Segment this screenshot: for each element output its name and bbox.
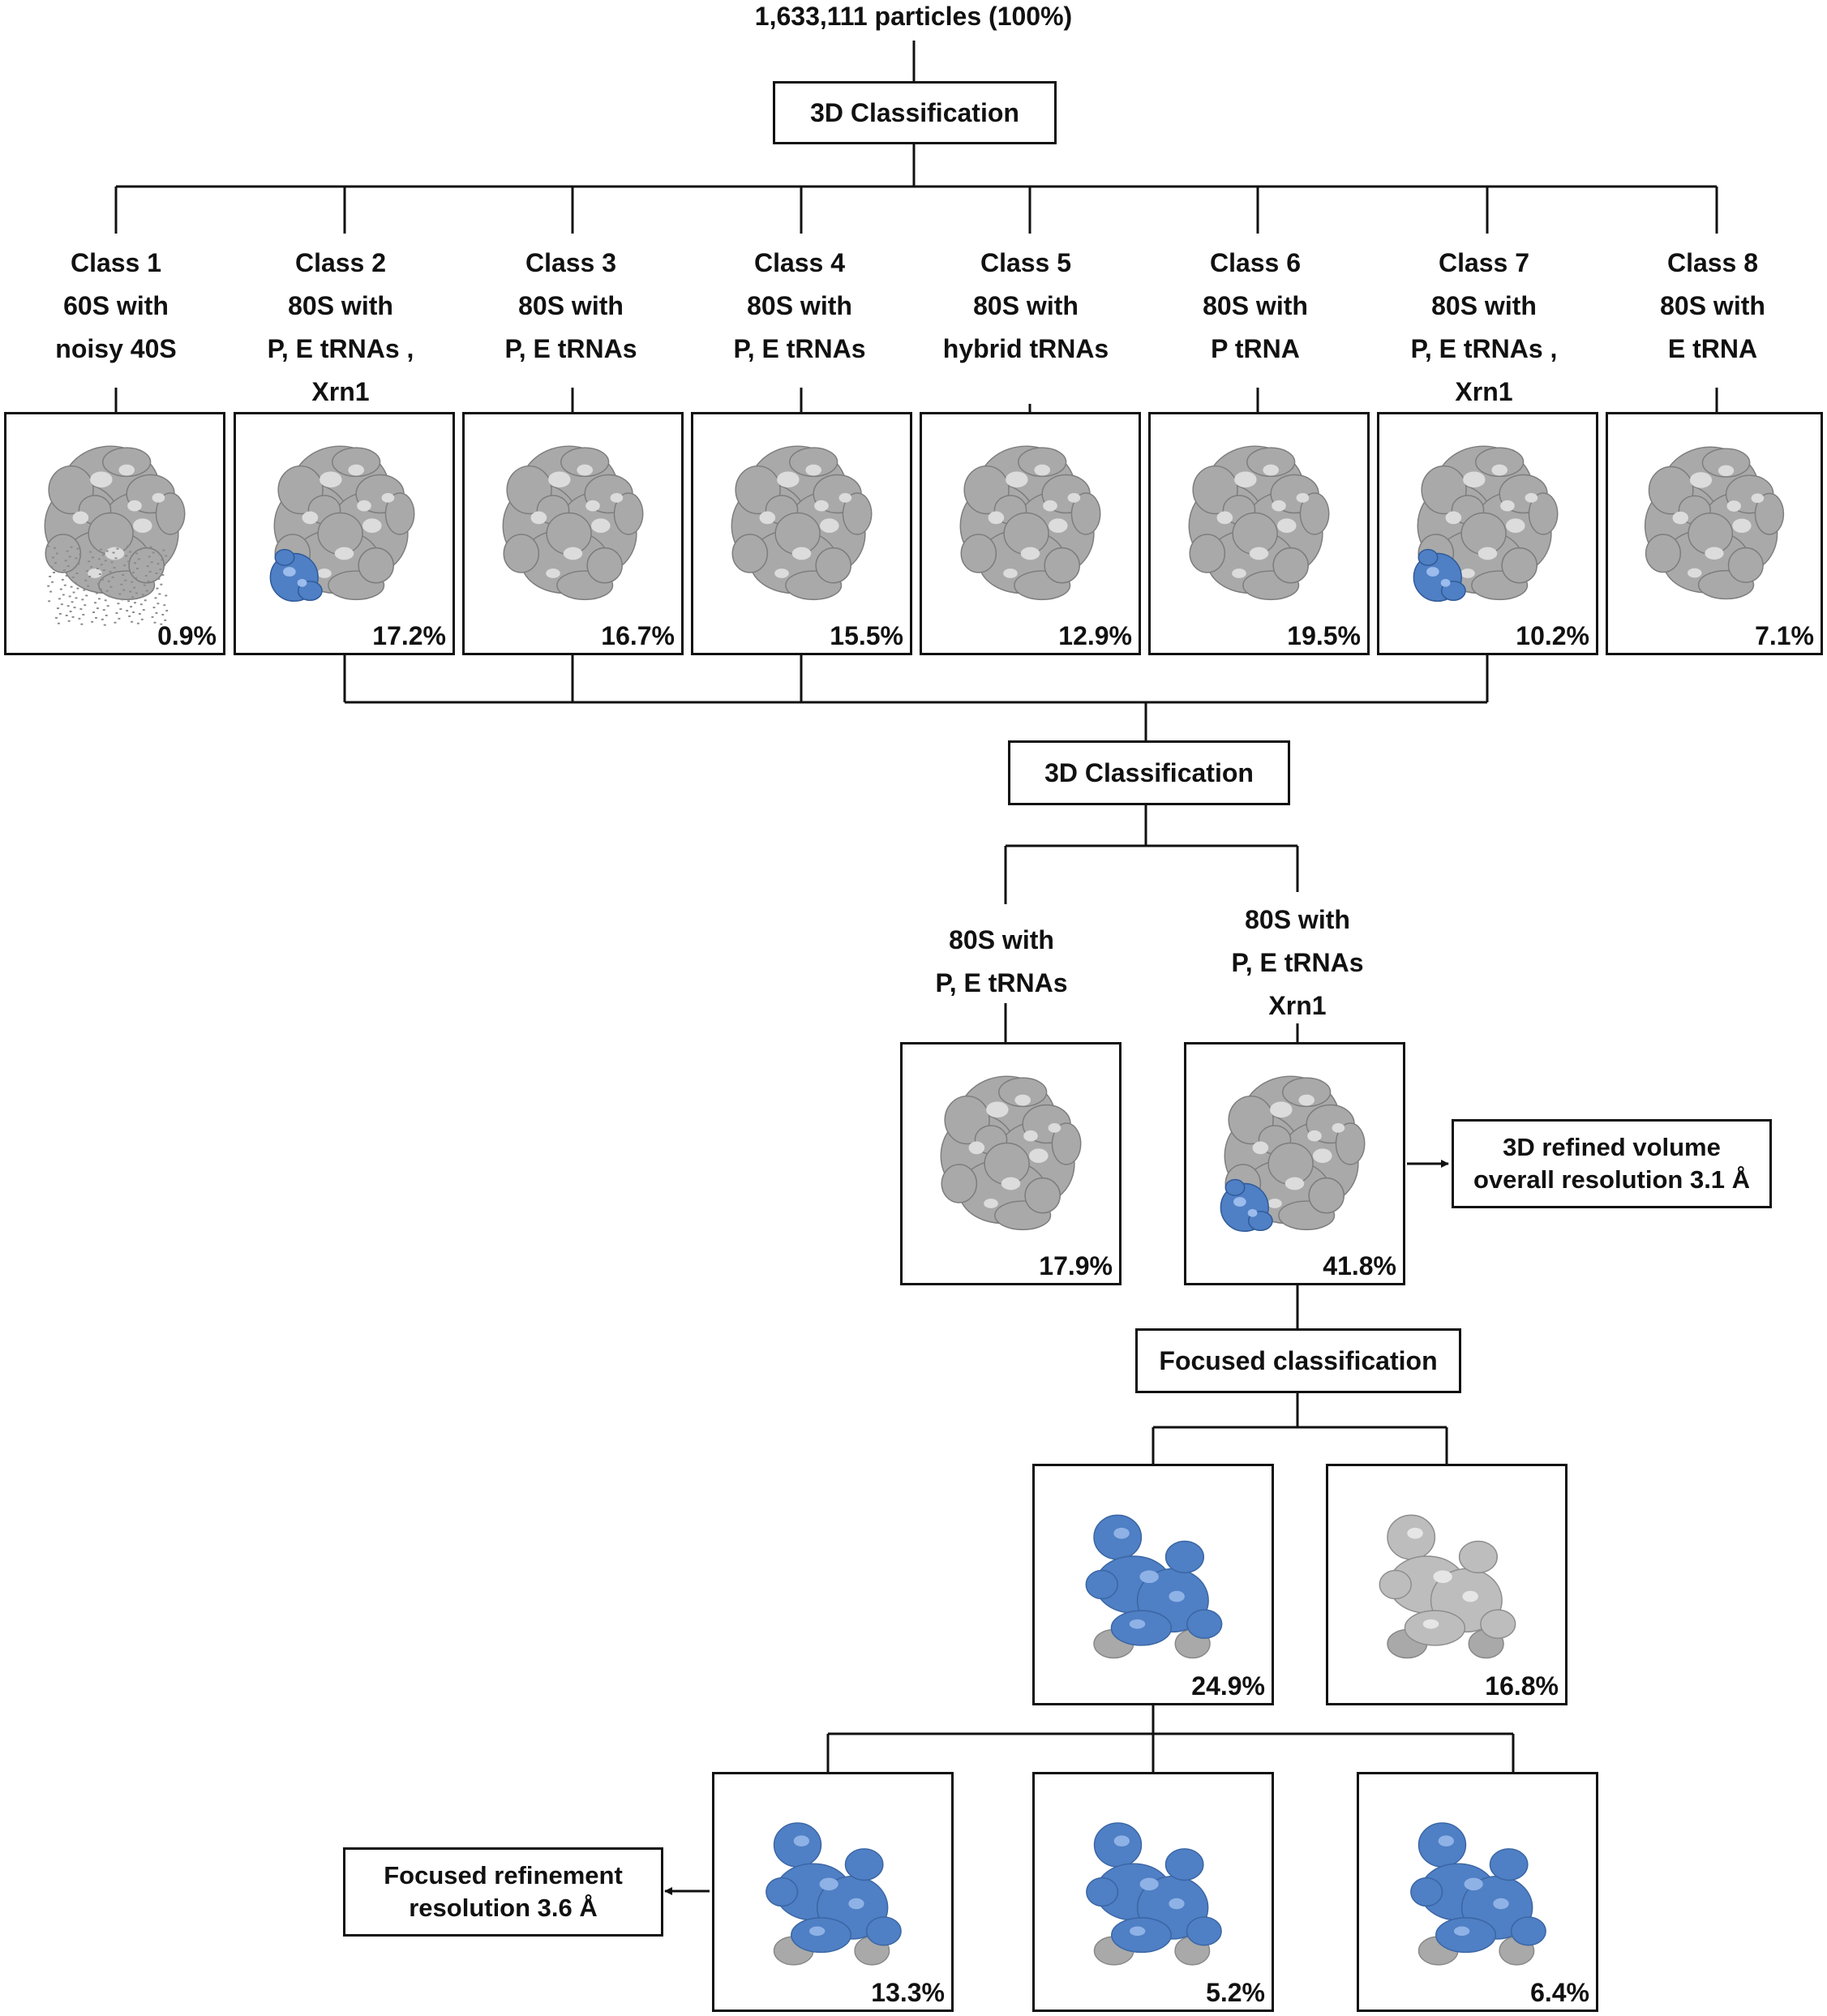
class-percentage: 7.1%	[1755, 621, 1814, 650]
density-map-illustration	[940, 1075, 1082, 1231]
class-percentage: 19.5%	[1287, 621, 1361, 650]
class-percentage: 17.9%	[1039, 1251, 1113, 1280]
class-percentage: 0.9%	[157, 621, 217, 650]
focused-classification-step: Focused classification	[1135, 1328, 1461, 1393]
class-percentage: 12.9%	[1058, 621, 1132, 650]
density-map-panel: 16.8%	[1326, 1464, 1568, 1705]
classification-step-2: 3D Classification	[1008, 740, 1290, 805]
density-map-illustration	[1410, 1822, 1546, 1966]
density-map-panel: 12.9%	[920, 412, 1141, 655]
density-map-panel: 16.7%	[462, 412, 684, 655]
density-map-panel: 7.1%	[1606, 412, 1823, 655]
density-map-illustration	[731, 445, 873, 601]
class-percentage: 17.2%	[372, 621, 446, 650]
density-map-panel: 5.2%	[1032, 1772, 1274, 2012]
density-map-illustration	[269, 445, 415, 603]
density-map-panel: 15.5%	[691, 412, 912, 655]
class-percentage: 13.3%	[871, 1978, 945, 2007]
density-map-panel: 24.9%	[1032, 1464, 1274, 1705]
class-percentage: 24.9%	[1191, 1671, 1265, 1701]
density-map-illustration	[44, 445, 186, 626]
class-percentage: 6.4%	[1530, 1978, 1589, 2007]
class-percentage: 5.2%	[1206, 1978, 1265, 2007]
class-percentage: 10.2%	[1516, 621, 1589, 650]
density-map-illustration	[502, 445, 644, 601]
density-map-panel: 0.9%	[4, 412, 225, 655]
density-map-illustration	[1188, 445, 1330, 601]
density-map-panel: 41.8%	[1184, 1042, 1405, 1285]
class-percentage: 41.8%	[1323, 1251, 1396, 1280]
density-map-illustration	[959, 445, 1101, 601]
density-map-illustration	[766, 1822, 902, 1966]
density-map-illustration	[1086, 1822, 1222, 1966]
density-map-panel: 13.3%	[712, 1772, 954, 2012]
class-percentage: 15.5%	[830, 621, 903, 650]
class-percentage: 16.7%	[601, 621, 675, 650]
particle-count-label: 1,633,111 particles (100%)	[754, 2, 1073, 31]
density-map-illustration	[1085, 1514, 1223, 1659]
density-map-illustration	[1379, 1514, 1516, 1659]
density-map-illustration	[1220, 1075, 1366, 1233]
density-map-panel: 6.4%	[1357, 1772, 1598, 2012]
density-map-panel: 17.2%	[234, 412, 455, 655]
density-map-panel: 10.2%	[1377, 412, 1598, 655]
density-map-panel: 17.9%	[900, 1042, 1122, 1285]
classification-step-1: 3D Classification	[773, 81, 1057, 144]
density-map-illustration	[1644, 446, 1785, 600]
density-map-panel: 19.5%	[1148, 412, 1370, 655]
class-percentage: 16.8%	[1485, 1671, 1559, 1701]
density-map-illustration	[1413, 445, 1559, 603]
